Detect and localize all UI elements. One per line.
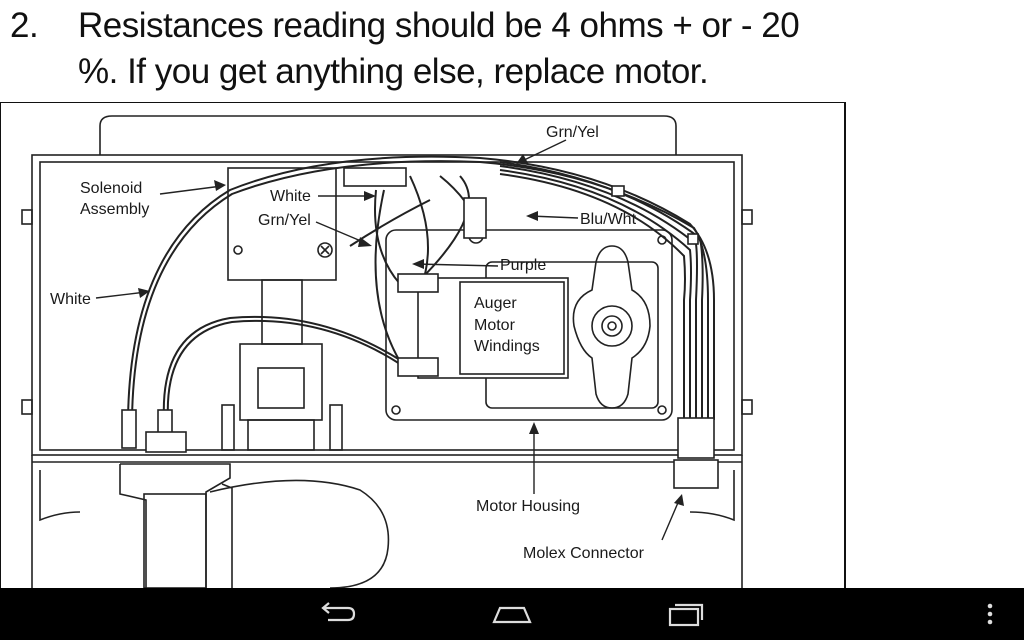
label-white-left: White — [50, 291, 91, 308]
overflow-menu-button[interactable] — [956, 588, 1024, 640]
appliance-outline — [21, 115, 753, 588]
home-button[interactable] — [472, 588, 552, 640]
lower-components — [119, 463, 390, 588]
auger-motor-windings — [417, 277, 569, 379]
motor-gear — [572, 245, 651, 409]
label-grn-yel-top: Grn/Yel — [546, 124, 599, 141]
recents-button[interactable] — [646, 588, 726, 640]
wiring-diagram: Solenoid Assembly White Grn/Yel Grn/Yel … — [0, 102, 846, 588]
label-blu-wht: Blu/Wht — [580, 211, 637, 228]
label-purple: Purple — [500, 257, 546, 274]
label-auger-1: Auger — [474, 295, 517, 312]
overflow-menu-icon — [987, 603, 993, 625]
molex-connector — [673, 417, 719, 489]
arrow-heads — [138, 154, 684, 506]
label-molex-connector: Molex Connector — [523, 545, 645, 562]
label-grn-yel-left: Grn/Yel — [258, 212, 311, 229]
label-solenoid-2: Assembly — [80, 201, 149, 218]
label-auger-3: Windings — [474, 338, 540, 355]
instruction-number: 2. — [10, 6, 39, 45]
recents-icon — [668, 603, 704, 627]
back-icon — [321, 602, 356, 622]
wire-harness — [127, 155, 715, 421]
label-motor-housing: Motor Housing — [476, 498, 580, 515]
android-nav-bar — [0, 588, 1024, 640]
instruction-line-1: Resistances reading should be 4 ohms + o… — [78, 6, 800, 45]
back-button[interactable] — [298, 588, 378, 640]
label-solenoid-1: Solenoid — [80, 180, 142, 197]
label-auger-2: Motor — [474, 317, 516, 334]
instruction-line-2: %. If you get anything else, replace mot… — [78, 52, 709, 91]
label-white-top: White — [270, 188, 311, 205]
solenoid-assembly — [221, 167, 343, 451]
terminal-connectors — [121, 167, 699, 453]
home-icon — [492, 606, 532, 624]
